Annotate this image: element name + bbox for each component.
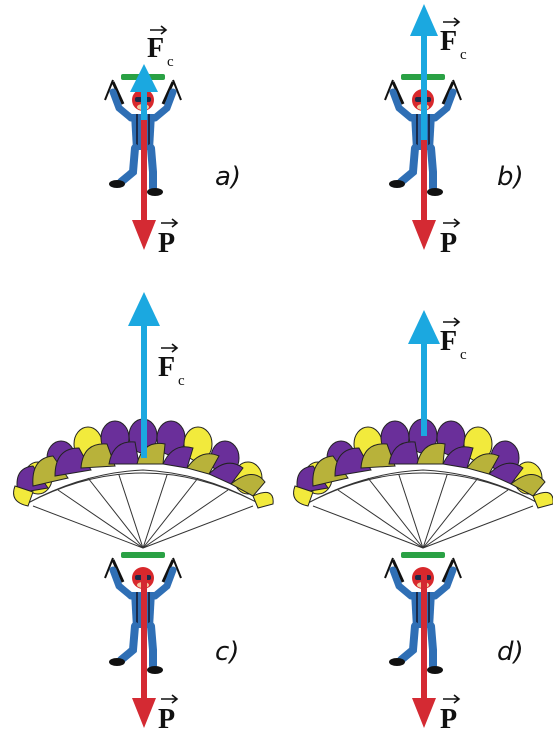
force-up-sub-d: c: [460, 347, 467, 363]
force-up-label-a: F: [147, 33, 164, 64]
drag-arrow-shaft-b: [421, 30, 427, 140]
force-up-label-d: F: [440, 326, 457, 357]
force-up-label-c: F: [158, 352, 175, 383]
drag-arrow-head-a: [130, 64, 158, 92]
force-up-label-b: F: [440, 26, 457, 57]
weight-arrow-shaft-c: [141, 575, 147, 700]
weight-arrow-head-a: [132, 220, 156, 250]
force-down-label-d: P: [440, 704, 457, 735]
weight-arrow-head-d: [412, 698, 436, 728]
drag-arrow-head-c: [128, 292, 160, 326]
vector-mark-c-down: [161, 694, 179, 704]
force-up-sub-c: c: [178, 373, 185, 389]
panel-c: F c P c): [13, 292, 274, 735]
vector-mark-b-up: [443, 17, 461, 27]
force-down-label-b: P: [440, 228, 457, 259]
panel-label-b: b): [497, 162, 524, 192]
drag-arrow-shaft-c: [141, 318, 147, 458]
drag-arrow-shaft-d: [421, 336, 427, 436]
canopy-d: [293, 418, 553, 549]
weight-arrow-head-b: [412, 220, 436, 250]
panel-label-a: a): [215, 162, 241, 192]
panel-label-c: c): [215, 637, 239, 667]
vector-mark-a-up: [150, 25, 168, 35]
weight-arrow-shaft-b: [421, 100, 427, 225]
panel-b: F c P b): [385, 4, 524, 259]
panel-a: F c P a): [105, 25, 241, 259]
force-down-label-c: P: [158, 704, 175, 735]
vector-mark-a-down: [161, 218, 179, 228]
force-up-sub-b: c: [460, 47, 467, 63]
weight-arrow-shaft-d: [421, 575, 427, 700]
vector-mark-d-up: [443, 317, 461, 327]
vector-mark-d-down: [443, 694, 461, 704]
vector-mark-b-down: [443, 218, 461, 228]
force-up-sub-a: c: [167, 54, 174, 70]
drag-arrow-head-b: [410, 4, 438, 36]
weight-arrow-head-c: [132, 698, 156, 728]
panel-label-d: d): [497, 637, 524, 667]
drag-arrow-shaft-a: [141, 85, 147, 120]
vector-mark-c-up: [161, 343, 179, 353]
weight-arrow-shaft-a: [141, 100, 147, 225]
force-down-label-a: P: [158, 228, 175, 259]
drag-arrow-head-d: [408, 310, 440, 344]
panel-d: F c P d): [293, 310, 553, 735]
